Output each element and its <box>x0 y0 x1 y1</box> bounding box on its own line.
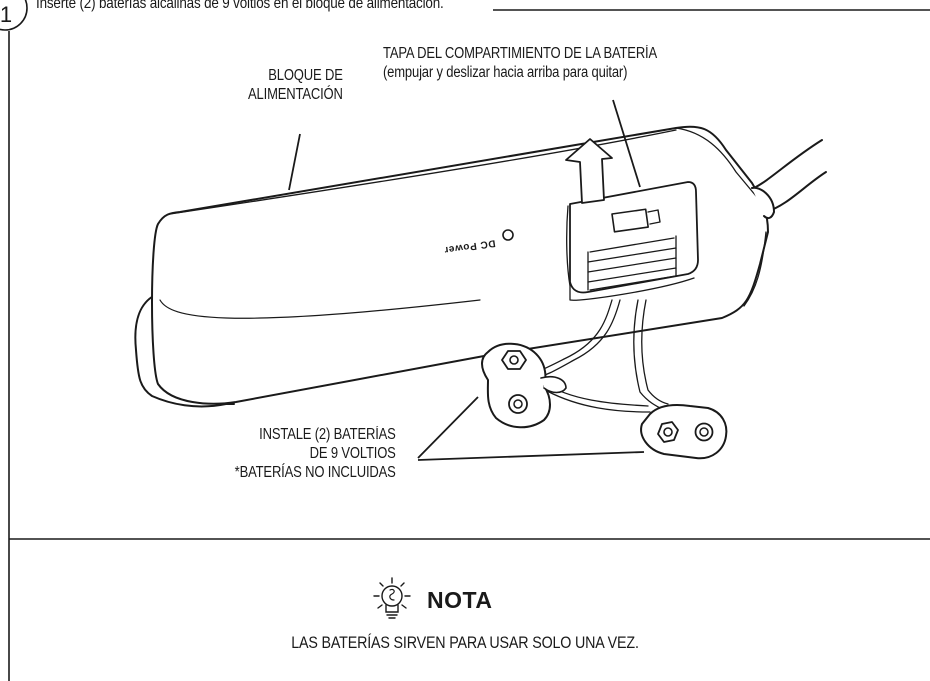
battery-cover-label-line-1: TAPA DEL COMPARTIMIENTO DE LA BATERÍA <box>383 45 658 62</box>
note-text: LAS BATERÍAS SIRVEN PARA USAR SOLO UNA V… <box>291 633 639 652</box>
step-number: 1 <box>0 2 12 27</box>
lightbulb-icon <box>373 577 411 619</box>
install-batteries-label: INSTALE (2) BATERÍAS DE 9 VOLTIOS *BATER… <box>235 425 396 482</box>
power-block-label: BLOQUE DE ALIMENTACIÓN <box>248 66 343 104</box>
power-block-label-line-1: BLOQUE DE <box>268 67 344 84</box>
battery-cover-label: TAPA DEL COMPARTIMIENTO DE LA BATERÍA (e… <box>383 44 657 82</box>
install-label-line-1: INSTALE (2) BATERÍAS <box>259 426 396 443</box>
leader-install-left <box>417 396 479 459</box>
power-block-label-line-2: ALIMENTACIÓN <box>248 86 343 103</box>
step-number-badge: 1 <box>0 0 28 31</box>
step-instruction: Inserte (2) baterías alcalinas de 9 volt… <box>36 0 444 12</box>
leader-power-block <box>288 133 301 191</box>
battery-cover-label-line-2: (empujar y deslizar hacia arriba para qu… <box>383 64 628 81</box>
leader-install-right <box>417 451 645 461</box>
note-title: NOTA <box>427 587 493 613</box>
install-label-line-2: DE 9 VOLTIOS <box>309 445 396 462</box>
leader-battery-cover <box>612 99 641 188</box>
power-block-illustration <box>134 125 827 460</box>
install-label-line-3: *BATERÍAS NO INCLUIDAS <box>234 464 396 481</box>
